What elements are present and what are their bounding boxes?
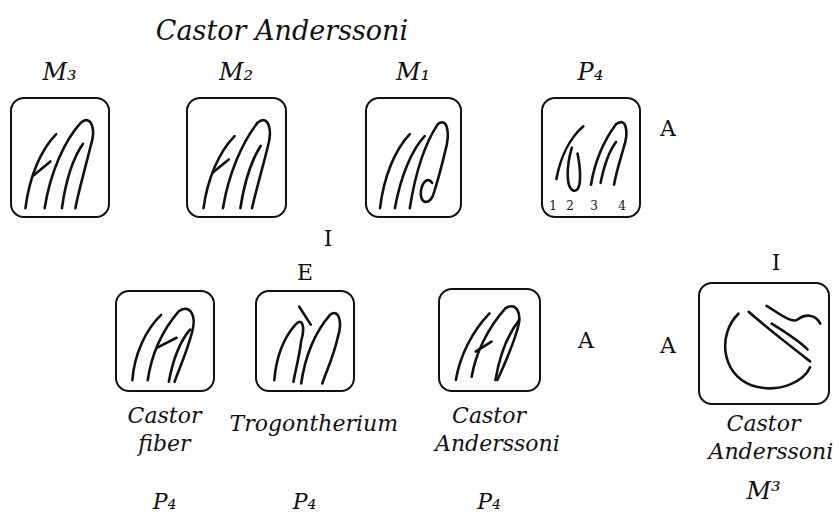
orientation-letter: A [578, 328, 594, 353]
enamel-fold [34, 161, 50, 175]
enamel-fold [204, 136, 235, 208]
enamel-fold [301, 313, 340, 383]
tooth-name: M³ [698, 476, 830, 506]
orientation-letter: A [660, 333, 676, 358]
orientation-letter: I [772, 250, 781, 275]
callout-number: 2 [566, 199, 574, 213]
tooth-outline: Castor AnderssoniP₄ [438, 288, 541, 392]
callout-number: 3 [590, 199, 598, 213]
tooth-outline: M₂ [186, 97, 287, 218]
tooth-outline: Castor AnderssoniM³ [698, 282, 830, 405]
enamel-pattern [440, 290, 539, 390]
enamel-fold [25, 134, 56, 208]
enamel-fold [274, 322, 303, 382]
tooth-name: M₁ [365, 57, 462, 87]
tooth-outline: Castor fiberP₄ [115, 290, 215, 392]
enamel-fold [767, 306, 821, 324]
enamel-fold [45, 120, 93, 208]
tooth-name: P₄ [541, 57, 641, 87]
enamel-fold [476, 342, 492, 352]
enamel-pattern [117, 292, 213, 390]
enamel-fold [591, 122, 626, 185]
orientation-letter: I [324, 226, 333, 251]
species-name: Castor fiber [123, 402, 207, 457]
callout-number: 1 [549, 199, 557, 213]
species-name: Castor Anderssoni [709, 410, 819, 465]
tooth-outline: M₃ [10, 97, 110, 218]
enamel-fold [62, 144, 83, 208]
enamel-fold [212, 159, 228, 173]
enamel-pattern [188, 99, 285, 216]
enamel-fold [772, 324, 808, 350]
enamel-fold [495, 320, 519, 380]
enamel-fold [169, 330, 190, 382]
enamel-pattern [367, 99, 460, 216]
enamel-fold [749, 312, 810, 362]
enamel-fold [299, 307, 311, 325]
orientation-letter: A [660, 116, 676, 141]
tooth-name: P₄ [255, 488, 355, 516]
enamel-pattern [257, 292, 353, 390]
callout-number: 4 [618, 199, 626, 213]
enamel-pattern [12, 99, 108, 216]
tooth-name: P₄ [438, 488, 541, 516]
tooth-name: P₄ [115, 488, 215, 516]
species-name: Trogontherium [230, 410, 380, 438]
tooth-name: M₃ [10, 57, 110, 87]
enamel-fold [240, 146, 260, 208]
enamel-fold [223, 120, 270, 208]
enamel-fold [157, 338, 176, 348]
enamel-fold [472, 306, 520, 380]
figure-title: Castor Anderssoni [156, 15, 408, 46]
tooth-outline: M₁ [365, 97, 462, 218]
tooth-outline: TrogontheriumP₄ [255, 290, 355, 392]
enamel-fold [568, 148, 580, 191]
species-name: Castor Anderssoni [435, 402, 543, 457]
orientation-letter: E [297, 260, 313, 285]
tooth-name: M₂ [186, 57, 287, 87]
enamel-fold [601, 142, 616, 183]
enamel-pattern [543, 99, 639, 216]
enamel-pattern [700, 284, 828, 403]
enamel-fold [148, 309, 194, 382]
enamel-fold [410, 122, 448, 208]
